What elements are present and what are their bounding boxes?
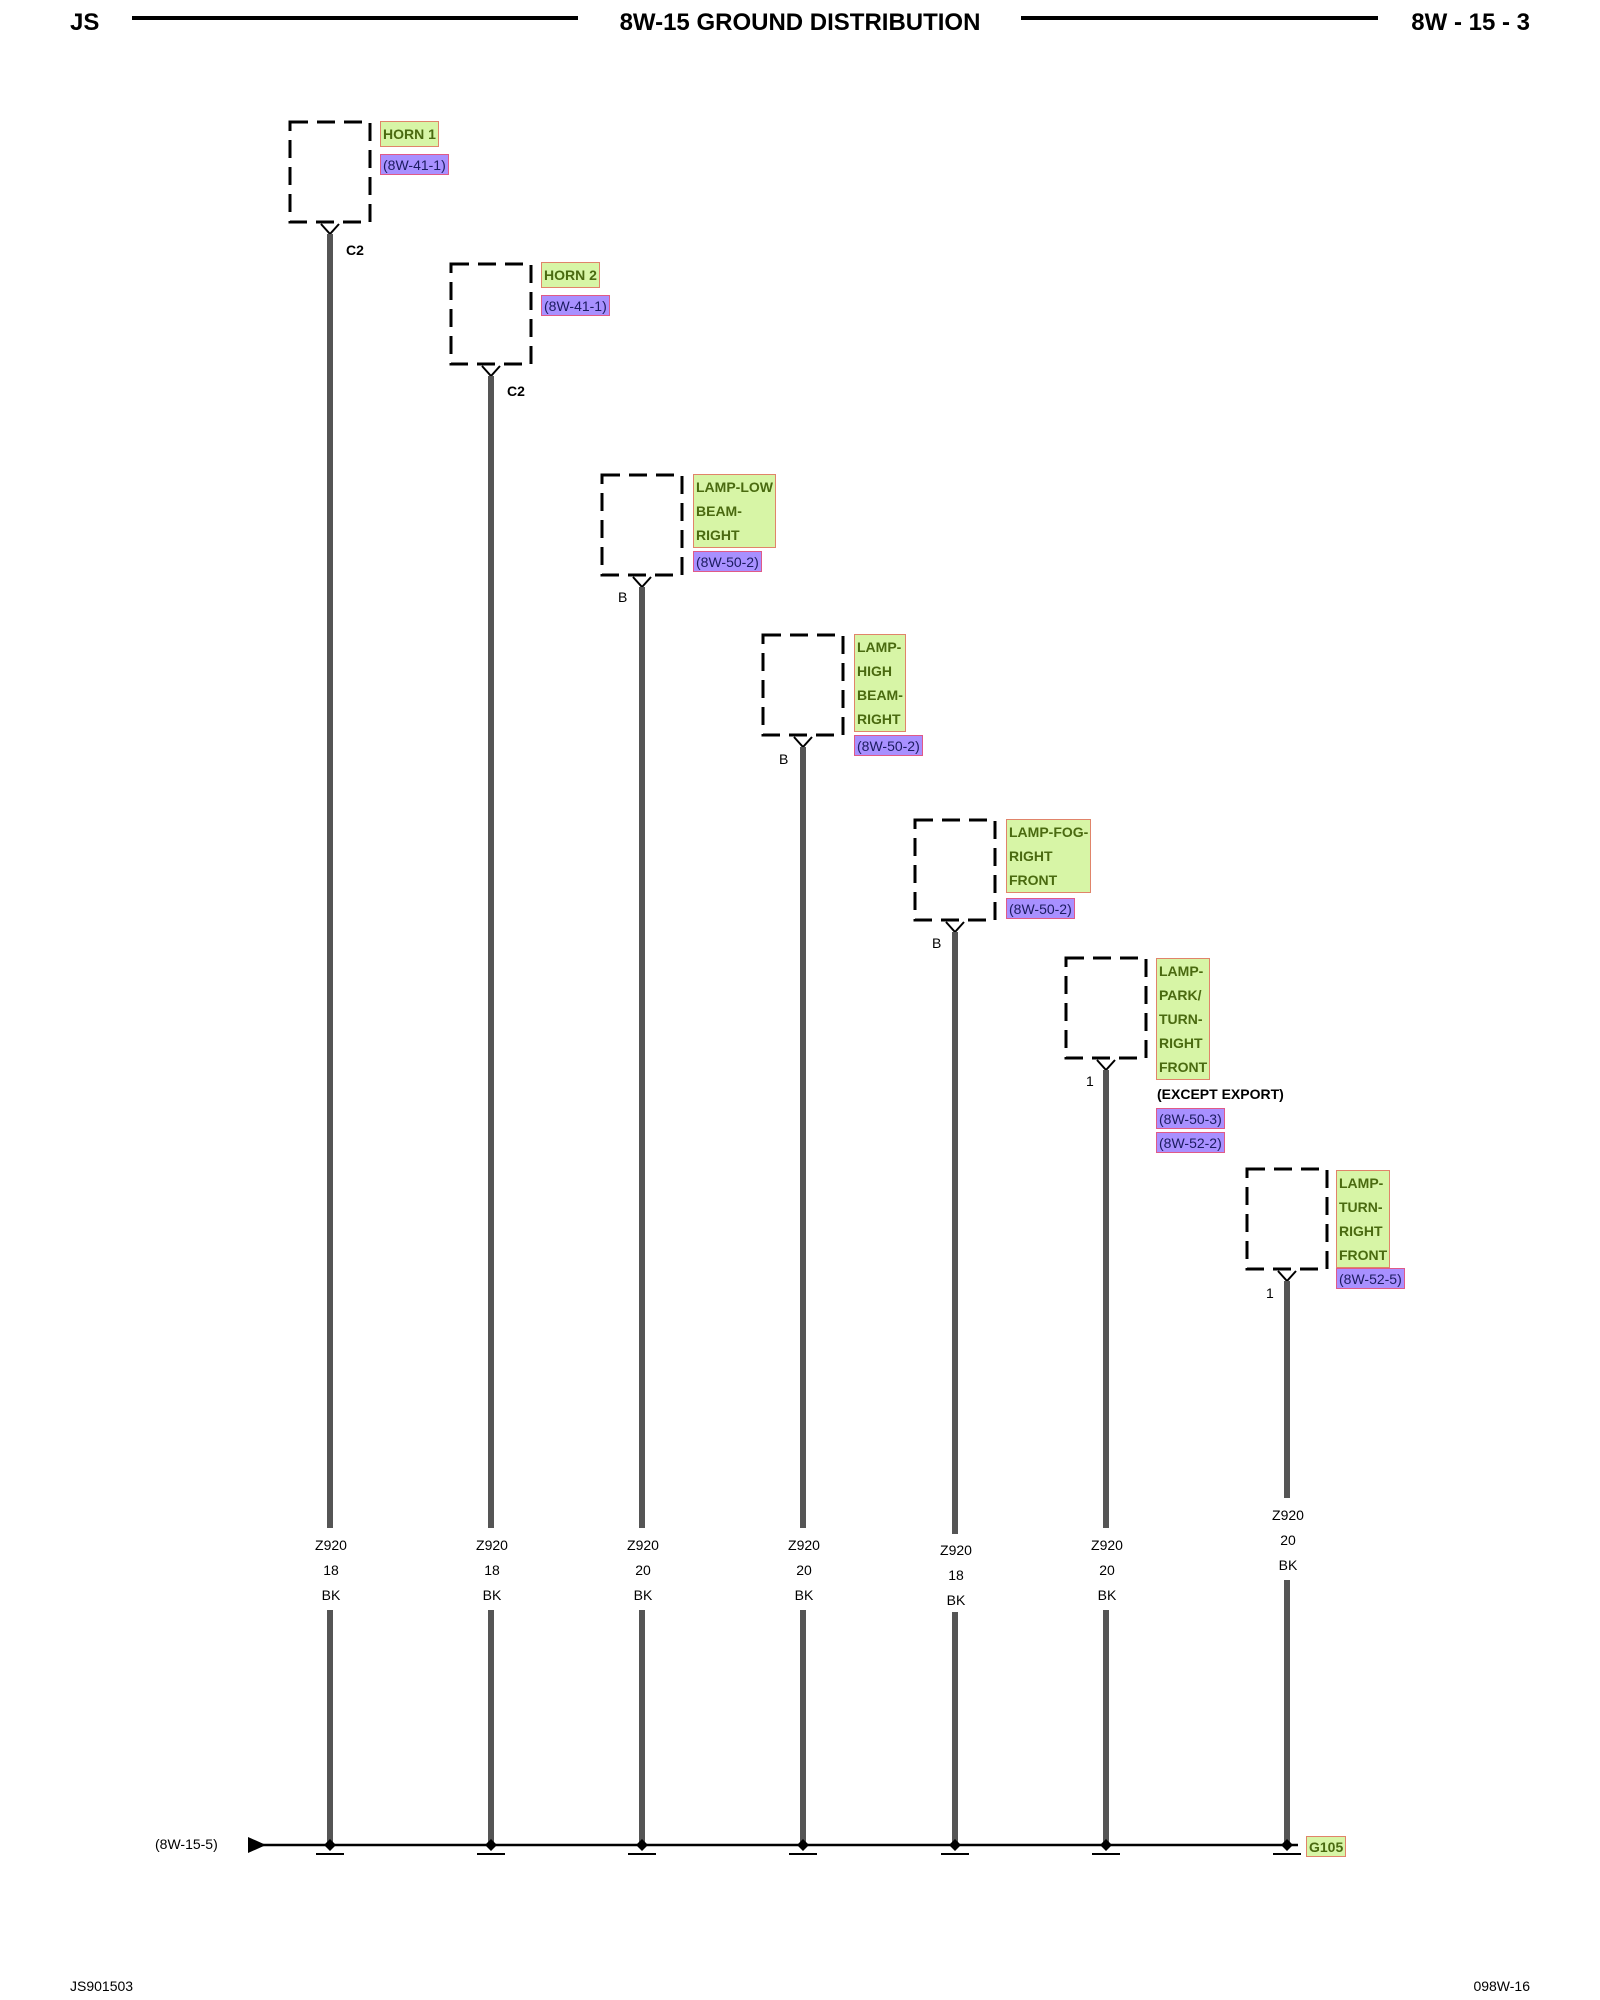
terminal-symbol bbox=[632, 576, 652, 589]
ref-link[interactable]: (8W-50-2) bbox=[854, 735, 923, 756]
pin-label: C2 bbox=[346, 242, 364, 258]
connector-outline bbox=[913, 818, 997, 922]
pin-label: C2 bbox=[507, 383, 525, 399]
component-label[interactable]: HORN 2 bbox=[541, 262, 600, 288]
component-label[interactable]: LAMP- TURN- RIGHT FRONT bbox=[1336, 1170, 1391, 1268]
ground-point-label[interactable]: G105 bbox=[1306, 1836, 1347, 1857]
pin-label: B bbox=[618, 589, 628, 605]
component-label[interactable]: LAMP- PARK/ TURN- RIGHT FRONT bbox=[1156, 958, 1211, 1080]
connector-outline bbox=[1064, 956, 1148, 1060]
footer-right-code: 098W-16 bbox=[1473, 1978, 1530, 1994]
footer-left-code: JS901503 bbox=[70, 1978, 134, 1994]
component-label[interactable]: LAMP-FOG- RIGHT FRONT bbox=[1006, 819, 1092, 893]
terminal-symbol bbox=[1096, 1059, 1116, 1072]
connector-outline bbox=[288, 120, 372, 224]
pin-label: B bbox=[932, 935, 942, 951]
ref-link[interactable]: (8W-41-1) bbox=[541, 295, 610, 316]
terminal-symbol bbox=[793, 736, 813, 749]
bus-source-ref[interactable]: (8W-15-5) bbox=[155, 1836, 218, 1852]
header-left-code: JS bbox=[70, 9, 100, 36]
ref-link[interactable]: (8W-52-5) bbox=[1336, 1268, 1405, 1289]
component-label[interactable]: HORN 1 bbox=[380, 121, 439, 147]
terminal-symbol bbox=[320, 223, 340, 236]
component-label[interactable]: LAMP-LOW BEAM- RIGHT bbox=[693, 474, 776, 548]
terminal-symbol bbox=[945, 921, 965, 934]
connector-outline bbox=[1245, 1167, 1329, 1271]
terminal-symbol bbox=[1277, 1270, 1297, 1283]
ref-link[interactable]: (8W-41-1) bbox=[380, 154, 449, 175]
pin-label: B bbox=[779, 751, 789, 767]
pin-label: 1 bbox=[1266, 1285, 1274, 1301]
ref-link[interactable]: (8W-50-3) bbox=[1156, 1108, 1225, 1129]
page-number: 8W - 15 - 3 bbox=[1411, 9, 1530, 36]
condition-note: (EXCEPT EXPORT) bbox=[1157, 1086, 1284, 1102]
ref-link[interactable]: (8W-52-2) bbox=[1156, 1132, 1225, 1153]
bus-arrow bbox=[248, 1837, 266, 1853]
connector-outline bbox=[449, 262, 533, 366]
pin-label: 1 bbox=[1086, 1073, 1094, 1089]
connector-outline bbox=[761, 633, 845, 737]
ref-link[interactable]: (8W-50-2) bbox=[1006, 898, 1075, 919]
terminal-symbol bbox=[481, 365, 501, 378]
connector-outline bbox=[600, 473, 684, 577]
ref-link[interactable]: (8W-50-2) bbox=[693, 551, 762, 572]
component-label[interactable]: LAMP- HIGH BEAM- RIGHT bbox=[854, 634, 906, 732]
page-title: 8W-15 GROUND DISTRIBUTION bbox=[619, 9, 981, 36]
